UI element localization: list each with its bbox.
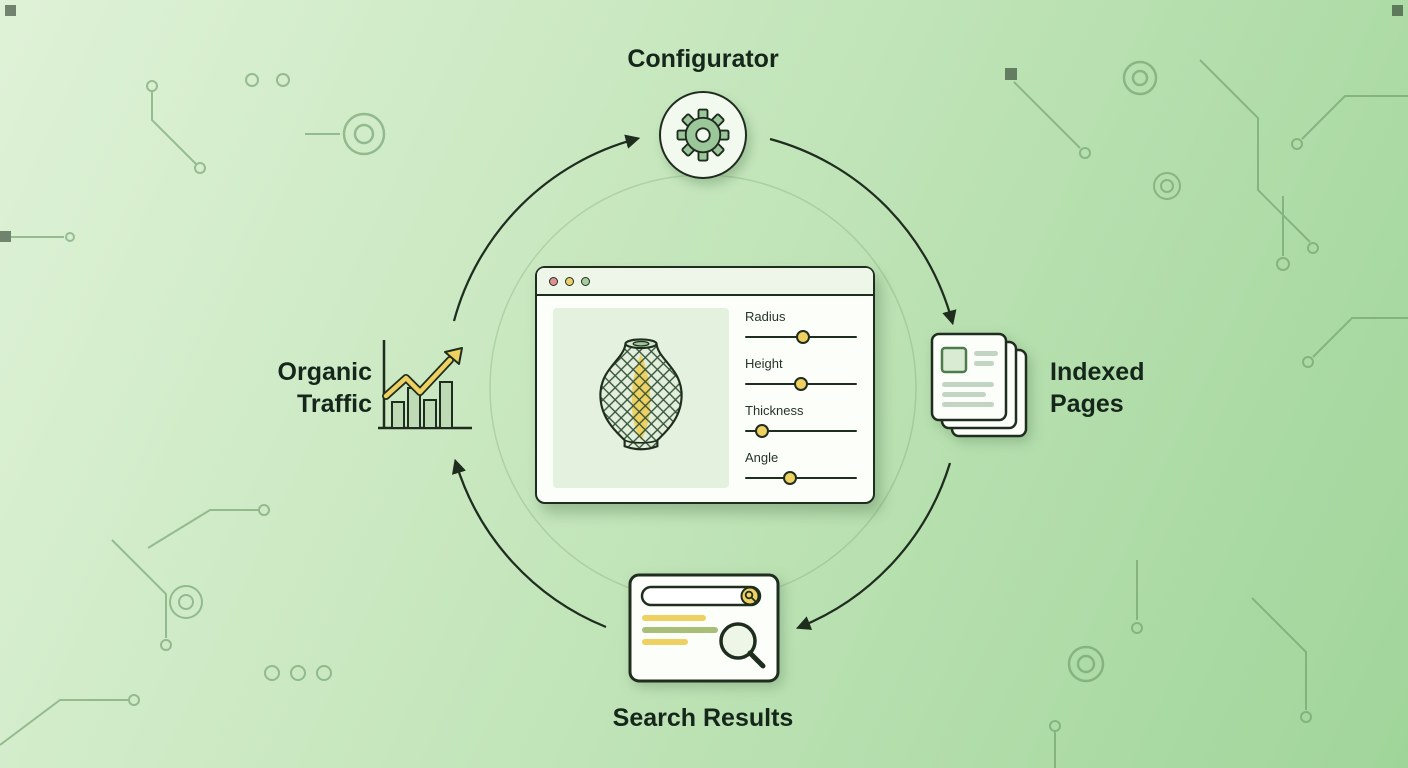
magnifier-icon: [719, 622, 766, 669]
label-configurator: Configurator: [627, 45, 779, 73]
window-titlebar: [537, 268, 873, 296]
label-line: Pages: [1050, 389, 1124, 418]
growth-arrow: [382, 356, 454, 400]
arrow-traffic-to-configurator: [452, 134, 641, 322]
slider-thickness: Thickness: [745, 403, 857, 438]
label-line: Indexed: [1050, 358, 1145, 386]
configurator-window: Radius Height Thickness: [535, 266, 875, 504]
donut-ring: [1067, 645, 1105, 683]
label-line: Traffic: [296, 389, 372, 418]
trace-line: [151, 92, 197, 165]
page-thumbnail: [940, 346, 968, 374]
slider-label: Thickness: [745, 403, 804, 418]
edge-square: [0, 231, 11, 242]
donut-ring: [1122, 60, 1158, 96]
gear-icon: [676, 108, 730, 162]
label-line: Organic: [277, 358, 372, 386]
slider-label: Height: [745, 356, 783, 371]
organic-traffic-node: [376, 334, 476, 438]
window-dot-green[interactable]: [581, 276, 590, 286]
slider-knob[interactable]: [782, 471, 797, 485]
slider-track[interactable]: [745, 471, 857, 485]
slider-track[interactable]: [745, 424, 857, 438]
corner-square: [1392, 5, 1403, 16]
donut-ring: [342, 112, 386, 156]
stacked-pages-icon: [930, 332, 1028, 438]
model-preview-panel: [553, 308, 729, 488]
donut-ring: [169, 585, 203, 619]
slider-knob[interactable]: [796, 330, 811, 344]
window-dot-red[interactable]: [549, 276, 558, 286]
window-dot-yellow[interactable]: [565, 276, 574, 286]
label-organic-traffic: Organic Traffic: [172, 357, 372, 420]
corner-square: [5, 5, 16, 16]
slider-label: Angle: [745, 450, 779, 465]
slider-knob[interactable]: [754, 424, 769, 438]
slider-track[interactable]: [745, 377, 857, 391]
search-results-icon: [628, 573, 780, 683]
result-lines: [642, 615, 718, 645]
indexed-pages-node: [924, 330, 1036, 442]
configurator-node: [659, 91, 747, 179]
slider-height: Height: [745, 356, 857, 391]
window-body: Radius Height Thickness: [537, 296, 873, 502]
label-search-results: Search Results: [612, 704, 794, 732]
slider-label: Radius: [745, 309, 786, 324]
slider-angle: Angle: [745, 450, 857, 485]
search-button[interactable]: [740, 586, 760, 606]
label-indexed-pages: Indexed Pages: [1050, 357, 1250, 420]
slider-knob[interactable]: [794, 377, 808, 391]
arrow-search-to-traffic: [451, 458, 607, 629]
slider-panel: Radius Height Thickness: [745, 308, 859, 488]
arrow-configurator-to-indexed: [769, 137, 957, 326]
parametric-vase-icon: [599, 338, 683, 451]
slider-track[interactable]: [745, 330, 857, 344]
search-results-node: [626, 571, 782, 693]
page-text-lines: [942, 351, 998, 407]
bar-chart-arrow-icon: [378, 340, 472, 430]
search-input[interactable]: [640, 585, 762, 607]
slider-radius: Radius: [745, 309, 857, 344]
arrow-indexed-to-search: [795, 462, 952, 630]
